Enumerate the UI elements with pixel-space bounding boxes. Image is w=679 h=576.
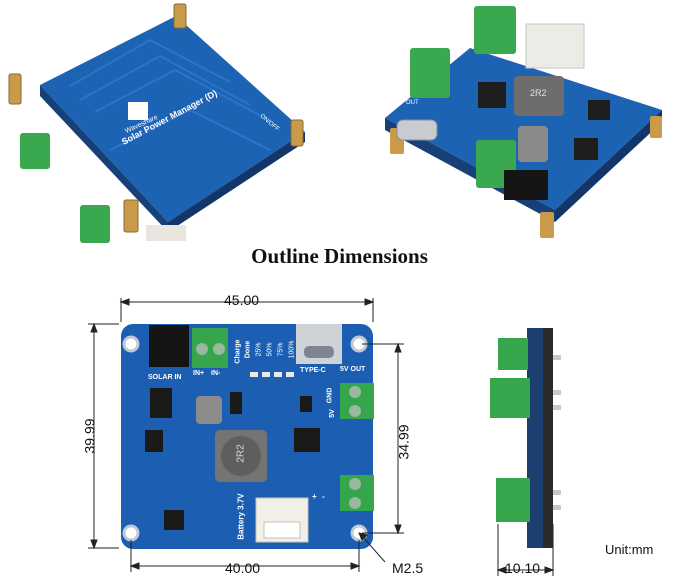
inductor-marking-top: 2R2 xyxy=(530,88,547,98)
board-top-view xyxy=(121,324,374,549)
label-100: 100% xyxy=(288,340,296,359)
label-bat-minus: - xyxy=(322,492,325,501)
label-done: Done xyxy=(244,340,252,359)
label-out: OUT xyxy=(406,100,419,106)
label-charge: Charge xyxy=(234,339,242,364)
label-type-c: TYPE-C xyxy=(300,367,326,374)
unit-label: Unit:mm xyxy=(605,542,654,557)
dimension-thickness: 10.10 xyxy=(505,560,541,576)
label-bat-plus: + xyxy=(312,492,317,501)
board-side-view xyxy=(490,328,561,548)
label-in-plus: IN+ xyxy=(193,370,205,377)
dimension-width-top: 45.00 xyxy=(224,292,260,308)
label-5v-out: 5V OUT xyxy=(340,366,366,373)
dimension-lines xyxy=(88,298,555,576)
label-5v: 5V xyxy=(328,409,336,418)
label-battery: Battery 3.7V xyxy=(236,493,246,540)
dimension-height-left: 39.99 xyxy=(81,418,98,454)
dimension-height-right: 34.99 xyxy=(395,424,412,460)
board-back-photo xyxy=(8,3,305,243)
label-solar-in: SOLAR IN xyxy=(148,374,182,381)
inductor-marking: 2R2 xyxy=(235,444,247,463)
page-title: Outline Dimensions xyxy=(251,244,428,268)
label-50: 50% xyxy=(266,342,274,357)
label-75: 75% xyxy=(277,342,285,357)
dimension-hole: M2.5 xyxy=(392,560,424,576)
label-gnd: GND xyxy=(326,387,334,404)
board-front-photo xyxy=(385,6,662,238)
label-in-minus: IN- xyxy=(211,370,221,377)
label-25: 25% xyxy=(255,342,263,357)
dimension-width-bottom: 40.00 xyxy=(225,560,261,576)
